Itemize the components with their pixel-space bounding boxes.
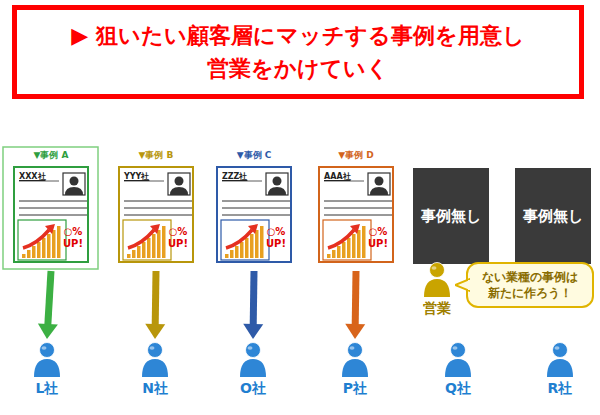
person-icon — [140, 342, 170, 378]
case-heading: ▼事例 A — [15, 149, 87, 162]
growth-rate: ○% UP! — [366, 226, 390, 250]
arrow-shaft — [152, 271, 160, 325]
arrow-connector — [345, 271, 365, 339]
title-box: ▶ 狙いたい顧客層にマッチする事例を用意し 営業をかけていく — [12, 5, 584, 99]
bubble-text: ない業種の事例は新たに作ろう！ — [480, 269, 580, 301]
case-heading: ▼事例 B — [120, 149, 192, 162]
arrow-head — [243, 324, 263, 339]
arrow-head — [345, 324, 365, 339]
case-illustration — [320, 168, 396, 265]
arrow-connector — [145, 271, 165, 339]
growth-rate: ○% UP! — [166, 226, 190, 250]
case-card: ▼事例 AXXX社○% UP! — [13, 166, 89, 263]
speech-bubble: ない業種の事例は新たに作ろう！ — [466, 262, 594, 308]
person-node: O社 — [228, 342, 278, 400]
person-node: R社 — [535, 342, 585, 400]
no-case-box: 事例無し — [413, 168, 489, 264]
case-card: ▼事例 CZZZ社○% UP! — [216, 166, 292, 263]
arrow-head — [38, 323, 58, 339]
person-icon — [32, 342, 62, 378]
person-label: R社 — [535, 380, 585, 398]
case-card: ▼事例 DAAA社○% UP! — [318, 166, 394, 263]
person-icon — [340, 342, 370, 378]
no-case-text: 事例無し — [523, 207, 583, 226]
case-illustration — [120, 168, 196, 265]
arrow-shaft — [48, 271, 51, 325]
arrow-head — [145, 324, 165, 339]
person-label: P社 — [330, 380, 380, 398]
person-node: P社 — [330, 342, 380, 400]
person-label: N社 — [130, 380, 180, 398]
growth-rate: ○% UP! — [61, 226, 85, 250]
arrow-connector — [243, 271, 263, 339]
case-heading: ▼事例 D — [320, 149, 392, 162]
person-node: L社 — [22, 342, 72, 400]
person-node: N社 — [130, 342, 180, 400]
case-illustration — [15, 168, 91, 265]
person-node: Q社 — [433, 342, 483, 400]
no-case-text: 事例無し — [421, 207, 481, 226]
arrow-shaft — [250, 271, 258, 325]
company-name: ZZZ社 — [222, 171, 247, 182]
person-icon — [422, 262, 452, 298]
person-icon — [238, 342, 268, 378]
no-case-box: 事例無し — [515, 168, 591, 264]
person-label: O社 — [228, 380, 278, 398]
person-node: 営業 — [414, 262, 460, 320]
company-name: AAA社 — [324, 171, 351, 182]
arrow-shaft — [352, 271, 360, 325]
person-label: Q社 — [433, 380, 483, 398]
person-label: 営業 — [414, 300, 460, 318]
arrow-connector — [38, 271, 58, 339]
title-text: ▶ 狙いたい顧客層にマッチする事例を用意し 営業をかけていく — [23, 19, 573, 85]
case-card: ▼事例 BYYY社○% UP! — [118, 166, 194, 263]
case-illustration — [218, 168, 294, 265]
highlight-frame — [3, 147, 98, 269]
person-label: L社 — [22, 380, 72, 398]
case-heading: ▼事例 C — [218, 149, 290, 162]
person-icon — [545, 342, 575, 378]
person-icon — [443, 342, 473, 378]
company-name: YYY社 — [124, 171, 149, 182]
growth-rate: ○% UP! — [264, 226, 288, 250]
company-name: XXX社 — [19, 171, 46, 182]
bubble-pointer — [455, 278, 470, 292]
